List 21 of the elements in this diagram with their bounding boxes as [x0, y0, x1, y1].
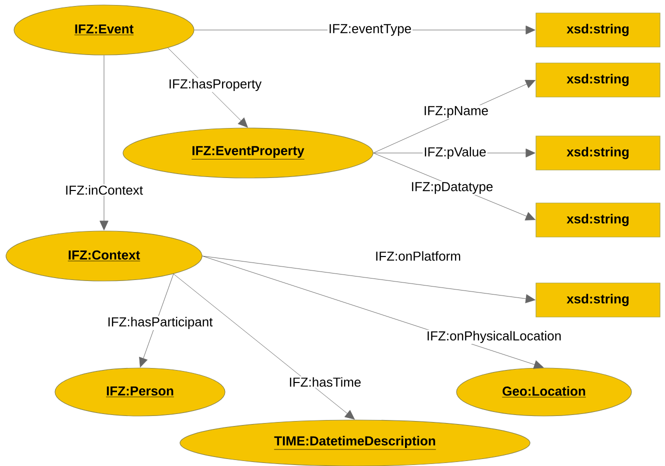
edge-label: IFZ:eventType [327, 23, 413, 37]
arrow [139, 274, 174, 368]
arrow [202, 256, 536, 304]
datatype-box: xsd:string [536, 12, 660, 48]
edge-label: IFZ:pDatatype [410, 181, 494, 195]
edge-label: IFZ:pValue [422, 146, 488, 160]
datatype-box: xsd:string [536, 136, 660, 170]
edge-label: IFZ:onPlatform [374, 250, 462, 262]
arrow [202, 256, 544, 369]
datatype-box: xsd:string [536, 202, 660, 238]
edge-label: IFZ:onPhysicalLocation [425, 330, 563, 344]
datatype-box: xsd:string [536, 62, 660, 98]
datatype-box: xsd:string [536, 282, 660, 318]
arrow [168, 48, 248, 128]
edge-label: IFZ:hasTime [288, 376, 362, 388]
edge-label: IFZ:pName [422, 105, 490, 119]
edge-label: IFZ:hasParticipant [106, 316, 214, 330]
edge-label: IFZ:inContext [64, 184, 144, 196]
edge-label: IFZ:hasProperty [167, 78, 263, 92]
arrow [173, 274, 355, 420]
arrow [100, 55, 108, 230]
